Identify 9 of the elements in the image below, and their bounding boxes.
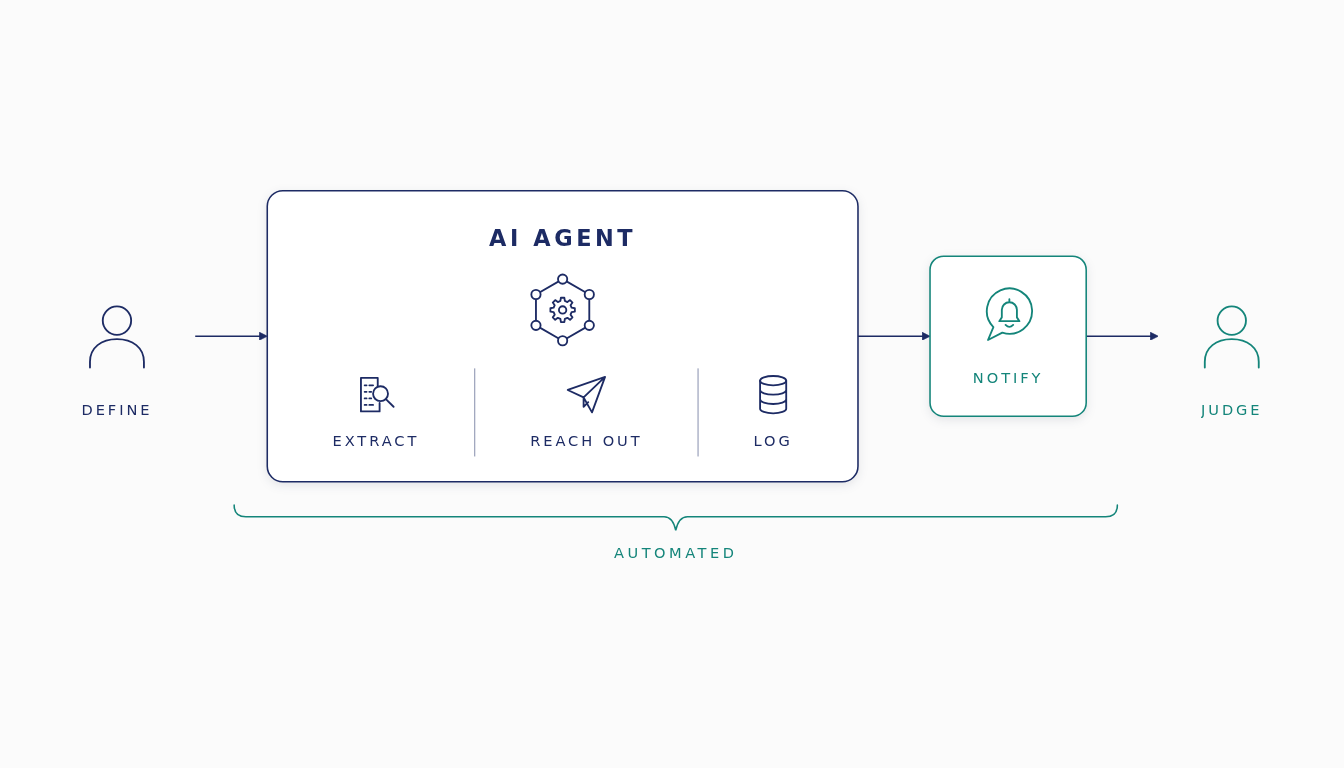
node-text: LOG bbox=[753, 432, 793, 451]
arrow bbox=[857, 332, 931, 341]
bracket-label: AUTOMATED bbox=[614, 544, 738, 562]
node-text: REACH OUT bbox=[530, 432, 643, 451]
node-box: NOTIFY bbox=[929, 255, 1087, 418]
node-text: JUDGE bbox=[1201, 401, 1263, 420]
node-text: DEFINE bbox=[81, 401, 153, 420]
node-text: EXTRACT bbox=[332, 432, 420, 451]
arrow bbox=[194, 332, 268, 341]
